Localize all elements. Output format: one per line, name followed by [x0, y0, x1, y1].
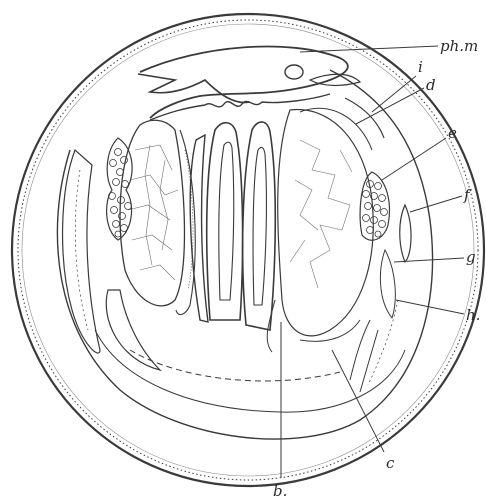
body-wall [57, 70, 432, 439]
central-loops [190, 122, 275, 330]
structure-i-d [300, 98, 384, 150]
label-i: i [418, 58, 423, 76]
label-f: f [463, 186, 472, 204]
outer-membrane [12, 14, 484, 486]
label-c: c [386, 454, 395, 472]
label-g: g [466, 248, 476, 266]
label-d: d [426, 76, 436, 94]
label-h: h. [466, 306, 480, 324]
left-egg-cluster [107, 138, 133, 240]
label-b: b. [273, 482, 287, 500]
label-ph-m: ph.m [440, 37, 478, 55]
left-mesoderm-band [63, 150, 100, 353]
lower-crescents [106, 290, 360, 370]
egg-cluster-e [360, 172, 389, 240]
organ-c [278, 110, 374, 336]
figure-labels: ph.m i d e f g h. c b. [273, 37, 480, 500]
label-e: e [448, 124, 457, 142]
